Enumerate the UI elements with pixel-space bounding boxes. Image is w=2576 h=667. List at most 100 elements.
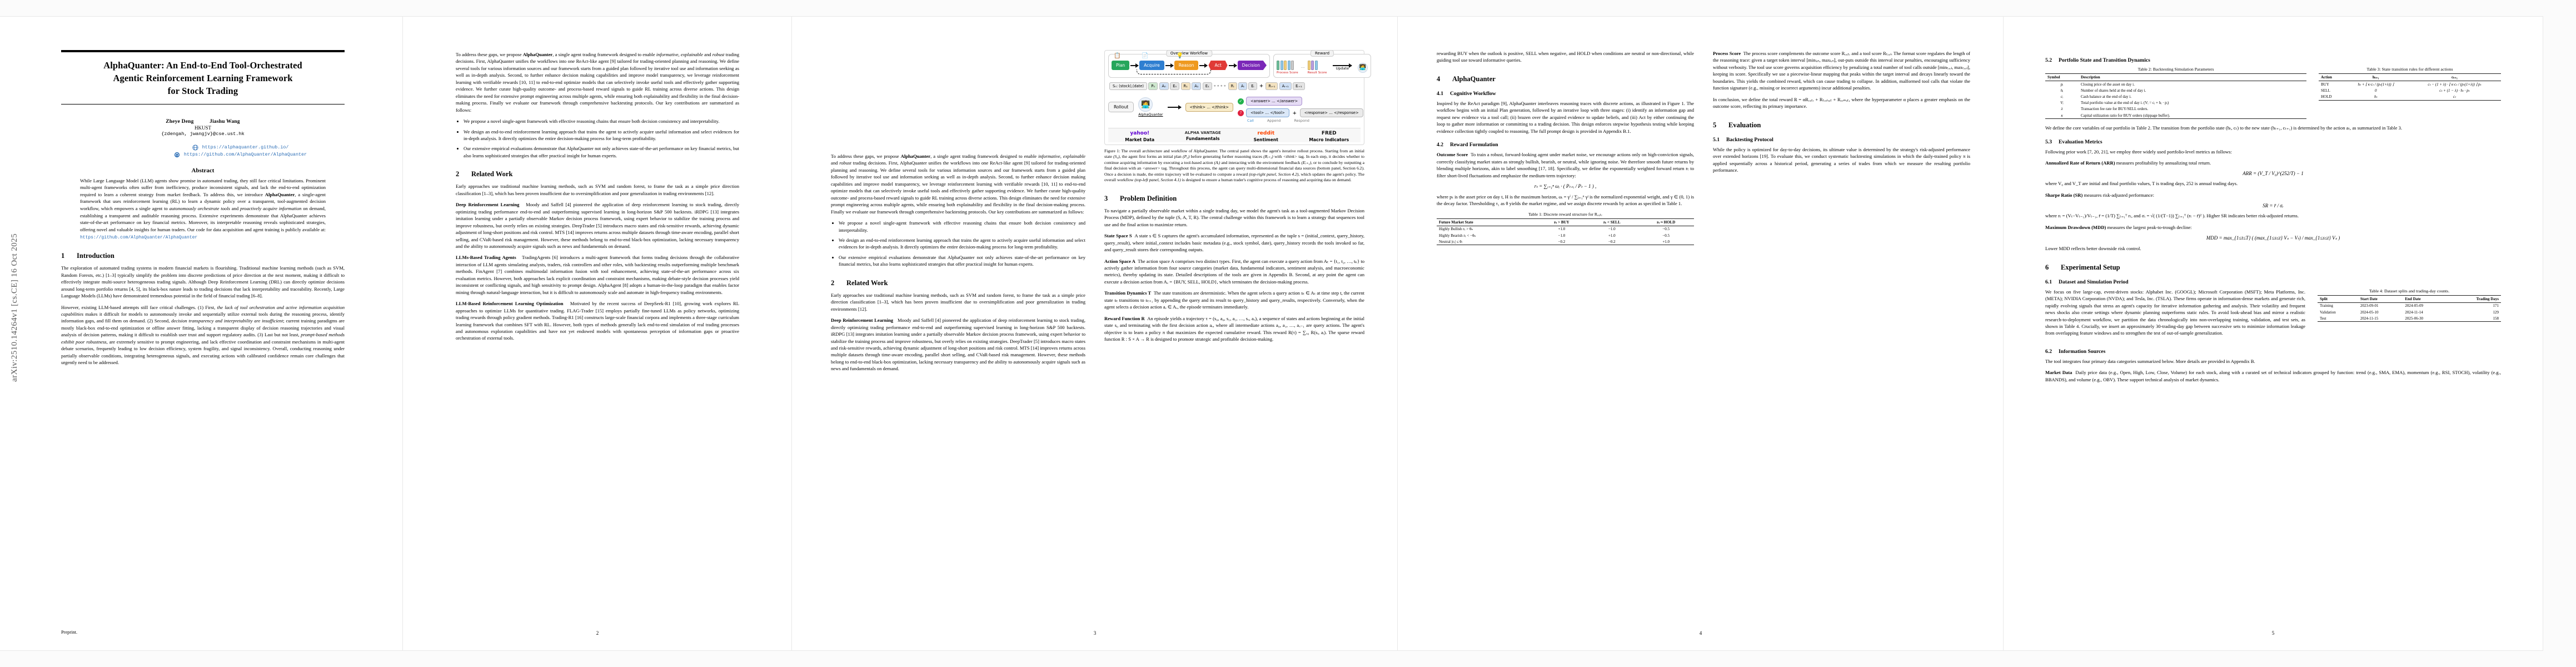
action-text: The action space A comprises two distinc…: [1104, 258, 1365, 285]
runin-heading-market: Market Data: [2045, 370, 2072, 376]
token: Rᵢ₊₁: [1265, 82, 1278, 90]
figure-1: Overview Workflow 📋 Plan 📄: [1104, 50, 1372, 183]
abstract-code-link[interactable]: https://github.com/AlphaQuanter/AlphaQua…: [80, 235, 198, 240]
trajectory-token-row: S₀: (stock),(date) P₀ A₀ E₀ R₁ A₁ E₁ ∘∘∘…: [1109, 82, 1361, 90]
reward-panel: Reward: [1273, 50, 1372, 78]
repo-link[interactable]: https://github.com/AlphaQuanter/AlphaQua…: [183, 151, 307, 157]
subsection-number: 5.2: [2045, 57, 2052, 63]
sr-where: where rₜ = (Vₜ−Vₜ₋₁)/Vₜ₋₁, r̄ = (1/T) ∑ₜ…: [2045, 213, 2299, 219]
column-header: Future Market State: [1437, 218, 1538, 226]
table-header-row: Action hₜ₊₁ cₜ₊₁: [2319, 73, 2501, 81]
table-header-row: Symbol Description: [2045, 73, 2306, 81]
runin-heading-llm: LLMs-Based Trading Agents: [456, 255, 516, 261]
list-item: We design an end-to-end reinforcement le…: [464, 128, 739, 142]
token-s0: S₀: (stock),(date): [1109, 82, 1147, 90]
subsection-title: Information Sources: [2059, 348, 2106, 355]
cell: −0.2: [1537, 238, 1586, 246]
workflow-flow: 📋 Plan 📄 Acquire: [1112, 53, 1267, 74]
cap-math-4: <think>: [1283, 154, 1298, 160]
table-row: Validation 2024-05-10 2024-11-14 129: [2318, 309, 2501, 315]
list-item: We design an end-to-end reinforcement le…: [839, 237, 1085, 251]
title-rule-top: [61, 50, 345, 52]
process-score-label: Process Score: [1277, 71, 1298, 74]
runin-heading-arr: Annualized Rate of Return (ARR): [2045, 160, 2115, 166]
cognitive-workflow-paragraph: Inspired by the ReAct paradigm [9], Alph…: [1437, 100, 1694, 134]
cell: cₜ: [2408, 93, 2501, 101]
source-name: Macro Indicators: [1309, 137, 1349, 142]
p2-seg-5: trading decisions. First, AlphaQuanter u…: [456, 52, 740, 113]
token: E₀: [1170, 82, 1179, 90]
page-3-left-column: To address these gaps, we propose AlphaQ…: [831, 50, 1085, 377]
subsection-title: Backtesting Protocol: [1726, 136, 1773, 143]
section-number: 5: [1713, 121, 1717, 129]
arr-paragraph: Annualized Rate of Return (ARR) measures…: [2045, 160, 2501, 166]
append-label: Append: [1267, 118, 1281, 123]
cap-seg-6: and interacting with the environment fee…: [1220, 160, 1302, 165]
source-name: Sentiment: [1253, 137, 1278, 142]
table-3-caption: Table 3: State transition rules for diff…: [2366, 67, 2453, 72]
abstract-bold-1: AlphaQuanter: [265, 191, 295, 197]
chip: [1307, 61, 1311, 70]
intro-seg-3: ; current training paradigms are mostly …: [61, 318, 345, 338]
dataset-paragraph: We focus on five large-cap, event-driven…: [2045, 288, 2305, 336]
cap-math-8: (top-right panel, Section 4.2): [1249, 171, 1299, 177]
intro-italic-3: prompt-based methods exhibit poor robust…: [61, 332, 345, 345]
p3-seg-1: To address these gaps, we propose: [831, 153, 901, 159]
link-row-repo[interactable]: https://github.com/AlphaQuanter/AlphaQua…: [61, 151, 345, 158]
cell: 171: [2493, 303, 2499, 308]
respond-label: Respond: [1294, 118, 1309, 123]
tool-branch: ? <tool> … </tool> + <response> … </resp…: [1237, 108, 1363, 117]
cell: −0.2: [1586, 238, 1638, 246]
token: Aᵢ₊₁: [1279, 82, 1292, 90]
related-paragraph-1: Early approaches use traditional machine…: [456, 183, 739, 196]
source-sentiment: reddit Sentiment: [1234, 131, 1298, 142]
title-line-3: for Stock Trading: [167, 85, 238, 96]
abstract-text: While Large Language Model (LLM) agents …: [80, 177, 326, 241]
column-header: Trading Days: [2447, 295, 2501, 303]
table-tail-paragraph: We define the core variables of our port…: [2045, 125, 2403, 131]
section-title: Related Work: [471, 170, 513, 178]
table-3-grid: Action hₜ₊₁ cₜ₊₁ BUY hₜ + ⌊ κ·cₜ / (pₜ(1…: [2319, 73, 2501, 101]
documents-icon: 📄: [1142, 53, 1149, 59]
reward-tab: Reward: [1310, 50, 1334, 57]
link-row-website[interactable]: https://alphaquanter.github.io/: [61, 144, 345, 151]
table-header-row: Split Start Date End Date Trading Days: [2318, 295, 2501, 303]
cell: Transaction fee rate for BUY/SELL orders…: [2081, 107, 2149, 112]
arrow-icon: [1167, 104, 1182, 109]
column-header: cₜ₊₁: [2408, 73, 2501, 81]
runin-heading-outcome: Outcome Score: [1437, 152, 1468, 158]
cell: +1.0: [1558, 227, 1566, 232]
flow-node-label: Act: [1214, 63, 1222, 68]
ellipsis-dots: ∘∘∘∘: [1213, 83, 1227, 88]
token: Eᵢ: [1248, 82, 1257, 90]
runin-heading-mdd: Maximum Drawdown (MDD): [2045, 224, 2106, 230]
table-row: SELL 0 cₜ + (1 − λ) · hₜ · pₜ: [2319, 87, 2501, 93]
cell: hₜ + ⌊ κ·cₜ / (pₜ(1+λ)) ⌋: [2358, 82, 2394, 87]
section-number: 3: [1104, 194, 1108, 202]
mdd-paragraph: Maximum Drawdown (MDD) measures the larg…: [2045, 224, 2501, 231]
page-number: 3: [1093, 630, 1097, 636]
cell: 2024-11-14: [2405, 310, 2423, 315]
subsection-number: 4.1: [1437, 90, 1443, 97]
page-1-body: AlphaQuanter: An End-to-End Tool-Orchest…: [61, 50, 345, 371]
page-4-right-column: Process Score The process score compleme…: [1713, 50, 1970, 250]
subsection-number: 6.1: [2045, 278, 2052, 285]
cell: 2023-09-01: [2360, 303, 2379, 308]
website-link[interactable]: https://alphaquanter.github.io/: [202, 145, 289, 151]
result-score-group: Result Score: [1307, 61, 1327, 74]
flow-node-acquire: 📄 Acquire: [1139, 53, 1164, 70]
p2-italic-1: informative: [656, 52, 679, 57]
intro-paragraph-1: The exploration of automated trading sys…: [61, 265, 345, 299]
think-tag-box: <think> … </think>: [1185, 102, 1233, 112]
table-2-caption: Table 2: Backtesting Simulation Paramete…: [2137, 67, 2214, 72]
update-label: Update: [1336, 66, 1349, 71]
call-label: Call: [1247, 118, 1254, 123]
answer-branch: ✓ <answer> … </answer>: [1237, 97, 1363, 106]
table-row: BUY hₜ + ⌊ κ·cₜ / (pₜ(1+λ)) ⌋ cₜ − (1 + …: [2319, 81, 2501, 88]
runin-heading-drl: Deep Reinforcement Learning: [456, 202, 520, 208]
